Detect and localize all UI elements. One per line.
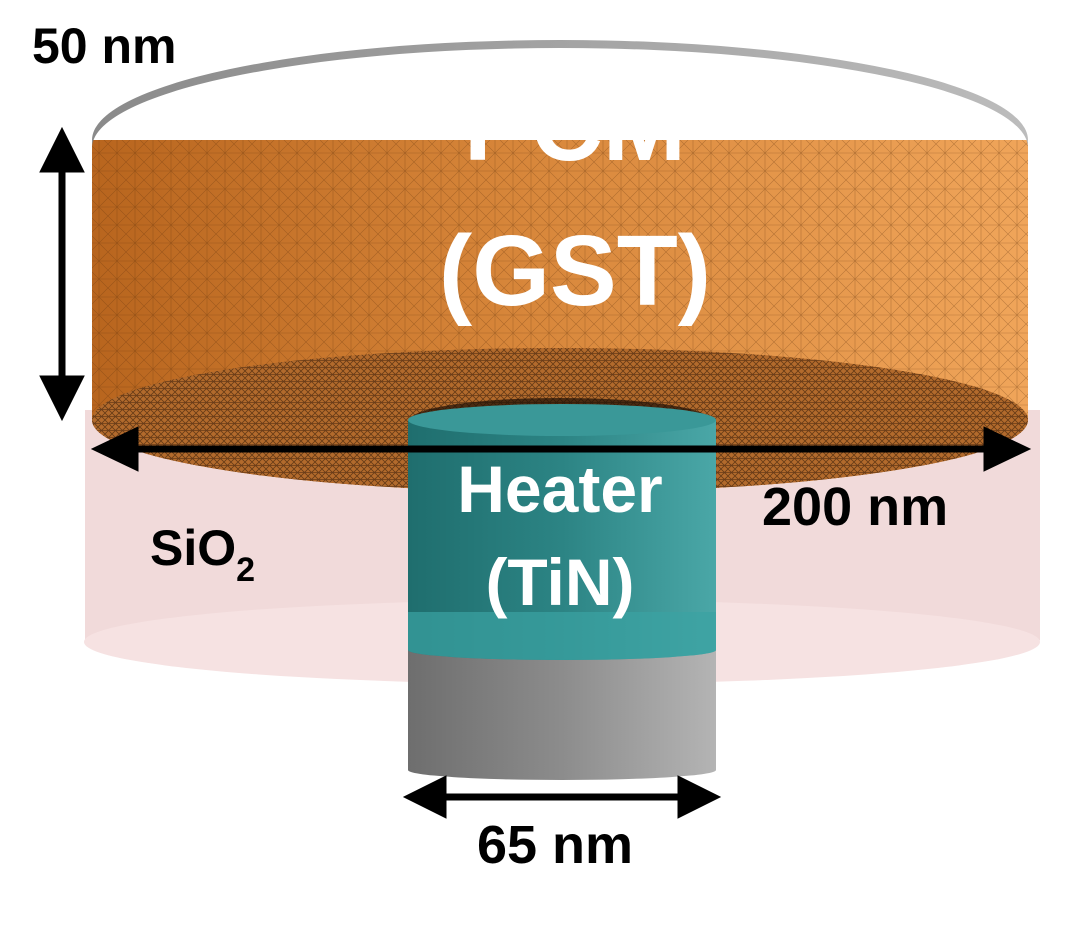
heater-cylinder: [408, 404, 716, 660]
heater-label-line1: Heater: [457, 452, 662, 526]
pcm-diameter-arrow: [90, 426, 1032, 472]
thickness-arrow: [39, 126, 85, 422]
oxide-label-subscript: 2: [236, 551, 255, 589]
heater-diameter-label: 65 nm: [477, 815, 633, 875]
pcm-label-line2: (GST): [439, 215, 711, 327]
pcm-label-line1: PCM: [464, 70, 686, 182]
heater-diameter-arrow: [402, 775, 722, 819]
oxide-label-base: SiO: [150, 520, 236, 576]
heater-label-line2: (TiN): [485, 545, 634, 619]
bottom-electrode: [408, 650, 716, 780]
pcm-diameter-label: 200 nm: [762, 477, 948, 537]
thickness-label: 50 nm: [32, 18, 177, 74]
oxide-label: SiO2: [150, 520, 255, 589]
